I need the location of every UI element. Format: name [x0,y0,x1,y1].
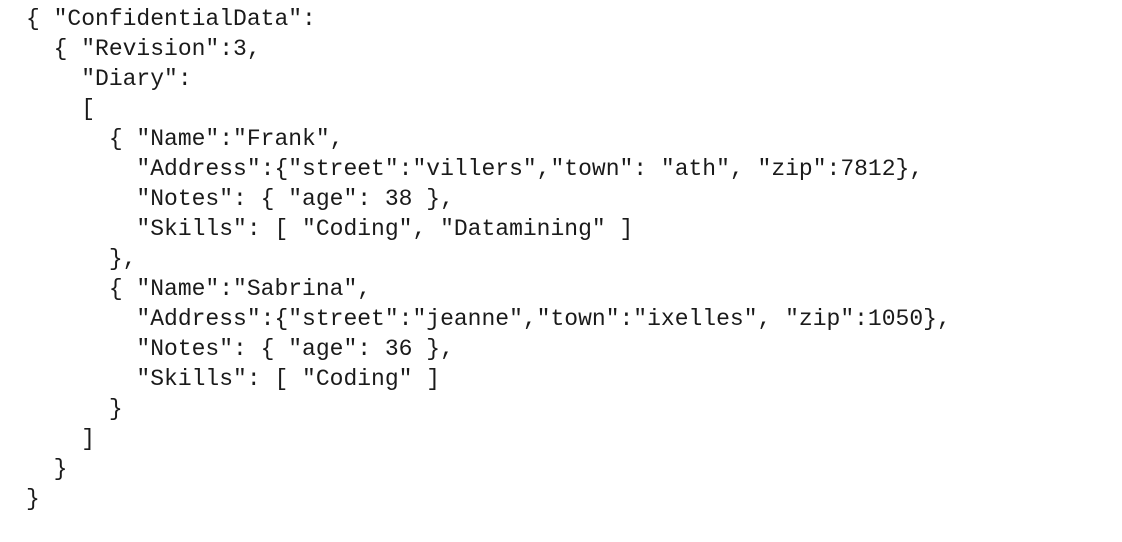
json-code-block: { "ConfidentialData": { "Revision":3, "D… [0,4,1122,514]
code-line: }, [26,246,137,272]
code-line: "Notes": { "age": 36 }, [26,336,454,362]
code-line: "Skills": [ "Coding", "Datamining" ] [26,216,634,242]
code-line: } [26,396,123,422]
code-line: { "ConfidentialData": [26,6,316,32]
code-line: "Notes": { "age": 38 }, [26,186,454,212]
code-line: } [26,486,40,512]
code-line: { "Name":"Frank", [26,126,344,152]
code-line: ] [26,426,96,452]
code-line: } [26,456,68,482]
code-line: { "Name":"Sabrina", [26,276,372,302]
code-line: "Address":{"street":"jeanne","town":"ixe… [26,306,951,332]
code-line: "Address":{"street":"villers","town": "a… [26,156,924,182]
code-line: { "Revision":3, [26,36,261,62]
code-line: "Diary": [26,66,192,92]
code-line: "Skills": [ "Coding" ] [26,366,441,392]
code-line: [ [26,96,96,122]
